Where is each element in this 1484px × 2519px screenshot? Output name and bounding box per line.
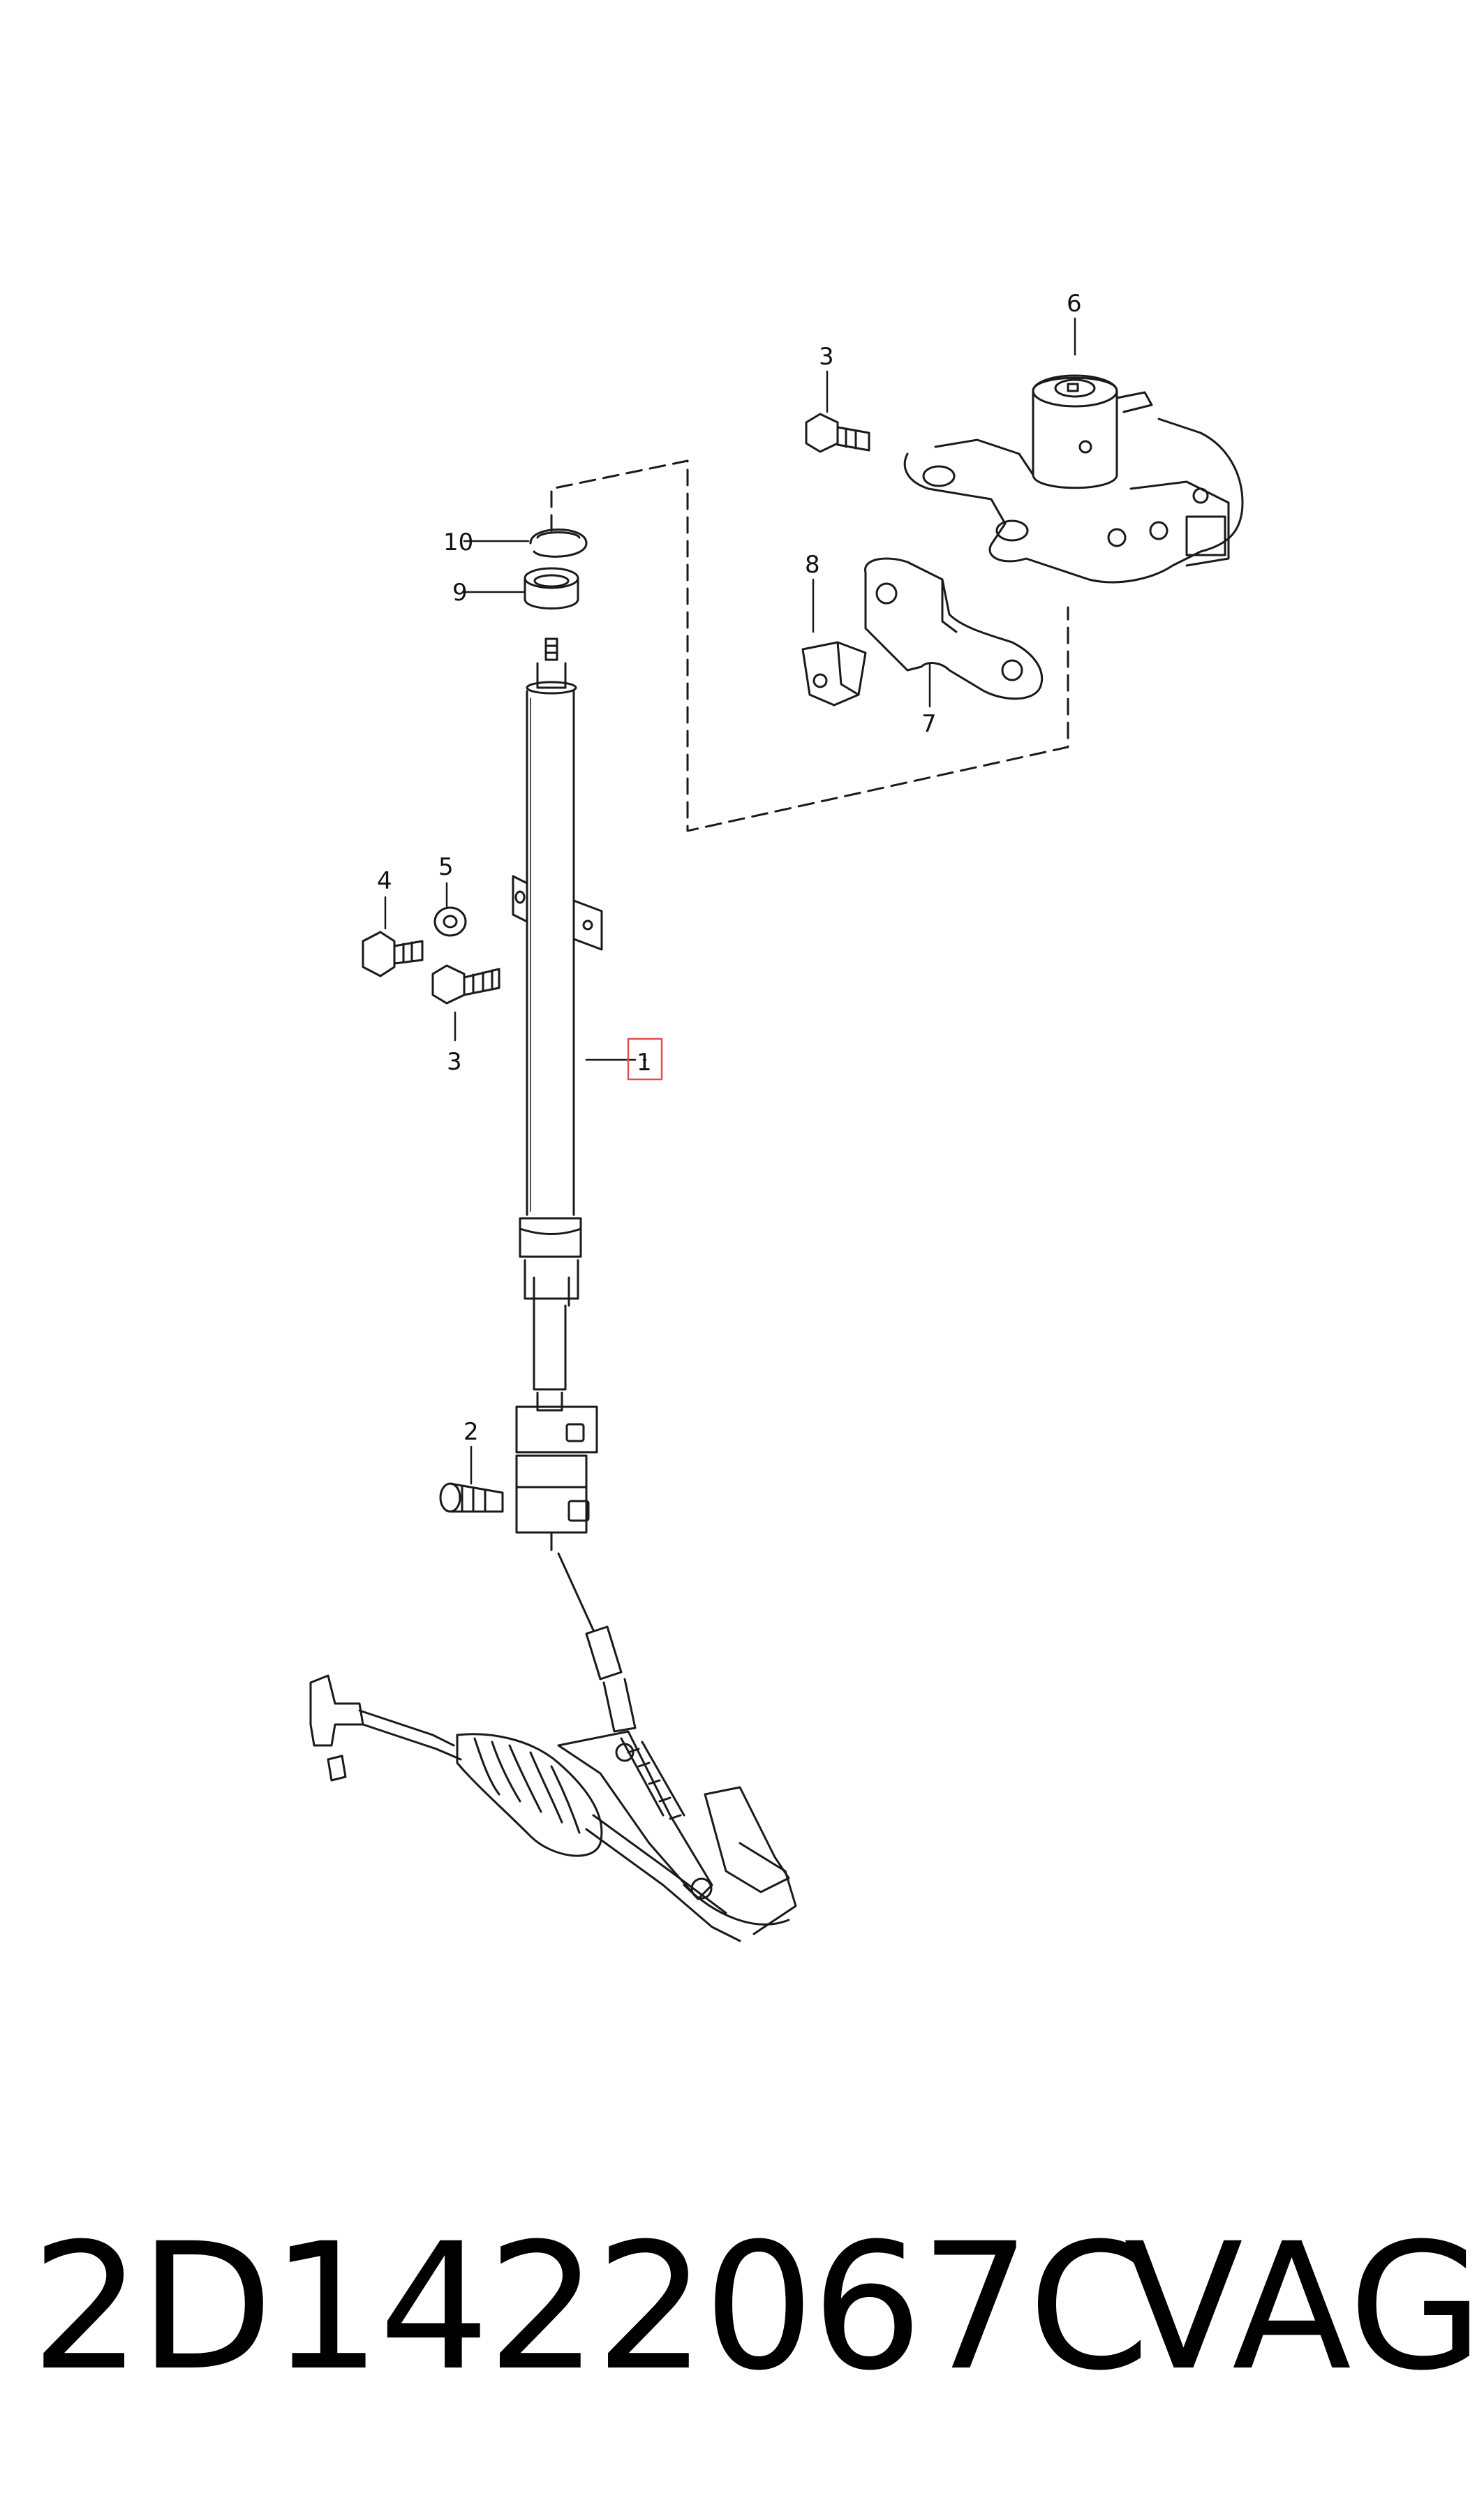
lock-housing-part bbox=[903, 374, 1244, 584]
callout-label-4: 4 bbox=[377, 867, 392, 895]
bolt-part-2 bbox=[439, 1482, 504, 1513]
callout-label-9: 9 bbox=[452, 579, 468, 607]
callout-label-6: 6 bbox=[1067, 290, 1082, 318]
callout-label-3-upper: 3 bbox=[819, 343, 834, 371]
callout-label-5: 5 bbox=[438, 853, 454, 881]
bolt-part-4 bbox=[362, 931, 424, 977]
callout-label-10: 10 bbox=[443, 529, 473, 556]
brand-name: VAG bbox=[1124, 2206, 1484, 2409]
bracket-part bbox=[864, 557, 1044, 700]
bolt-part-3-upper bbox=[805, 413, 870, 453]
steering-shaft-part bbox=[512, 637, 603, 1551]
callout-label-7: 7 bbox=[921, 710, 937, 738]
callout-label-2: 2 bbox=[463, 1418, 479, 1446]
callout-leaders bbox=[384, 317, 1076, 1485]
bushing-part bbox=[524, 567, 579, 610]
retaining-clip-part bbox=[529, 529, 588, 558]
assembly-dashed-frame bbox=[550, 459, 1069, 832]
steering-rack-part bbox=[309, 1552, 797, 1942]
washer-part bbox=[433, 906, 467, 937]
callout-label-3-lower: 3 bbox=[447, 1048, 462, 1076]
callout-label-8: 8 bbox=[805, 551, 820, 579]
callout-1-highlight bbox=[627, 1037, 663, 1081]
bolt-part-3-lower bbox=[431, 964, 500, 1005]
callout-label-1: 1 bbox=[637, 1049, 652, 1077]
clip-nut-part bbox=[801, 641, 867, 707]
part-number: 2D1422067C bbox=[31, 2206, 1150, 2409]
